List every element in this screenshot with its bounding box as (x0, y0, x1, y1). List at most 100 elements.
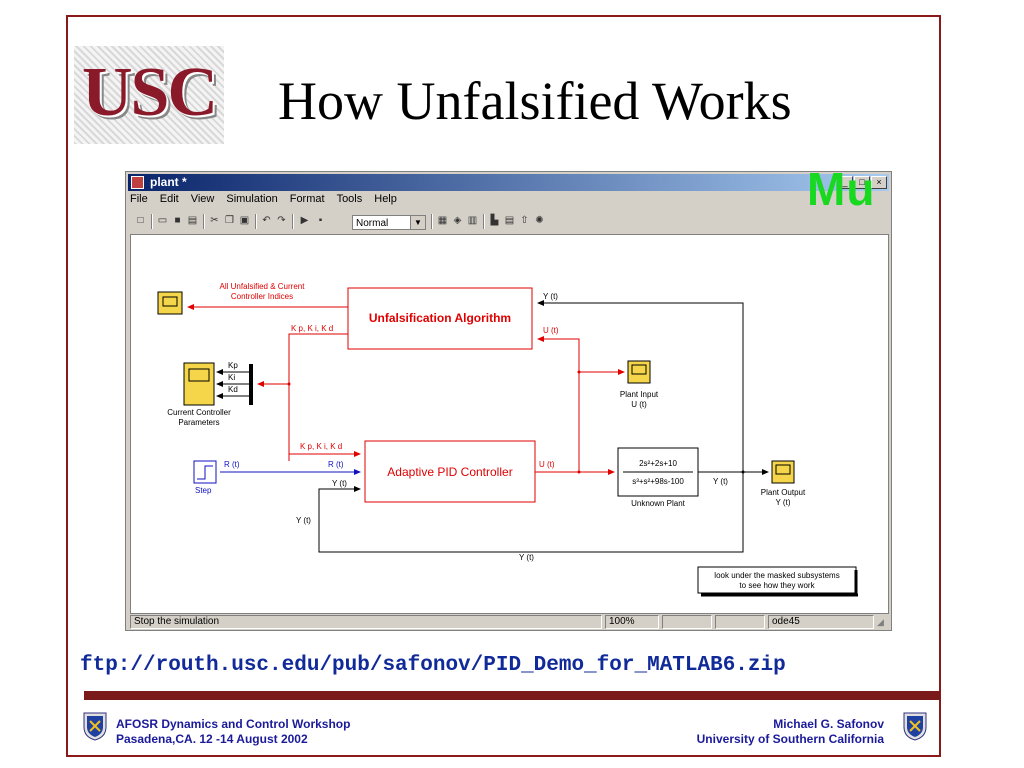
current-params-caption-1: Current Controller (167, 408, 231, 417)
minimize-button[interactable]: _ (837, 176, 853, 189)
simulink-app-icon (131, 176, 144, 189)
kpkikd-label-bottom: K p, K i, K d (300, 442, 342, 451)
unfalsification-block[interactable]: Unfalsification Algorithm (347, 287, 533, 350)
note-line2: to see how they work (739, 581, 815, 590)
y-signal-label-left: Y (t) (296, 516, 311, 525)
copy-icon[interactable]: ❐ (225, 215, 234, 226)
library-icon[interactable]: ▦ (437, 215, 448, 226)
update-icon[interactable]: ▤ (504, 215, 515, 226)
slide-frame (66, 15, 941, 757)
status-cell-empty (662, 615, 712, 629)
undo-icon[interactable]: ↶ (262, 215, 271, 226)
plant-input-caption-2: U (t) (631, 400, 647, 409)
footer-right-line2: University of Southern California (696, 732, 884, 746)
toolbar-separator (292, 214, 294, 229)
menu-bar: File Edit View Simulation Format Tools Help (130, 193, 409, 209)
new-icon[interactable]: □ (137, 215, 144, 226)
plant-output-caption-2: Y (t) (776, 498, 791, 507)
plant-denominator: s³+s²+98s-100 (632, 477, 684, 486)
adaptive-pid-block[interactable]: Adaptive PID Controller (364, 440, 536, 503)
block-diagram: Unfalsification Algorithm All Unfalsifie… (157, 282, 858, 597)
plant-input-caption-1: Plant Input (620, 390, 659, 399)
target-icon[interactable]: ✺ (535, 215, 544, 226)
unknown-plant-block[interactable]: 2s²+2s+10 s³+s²+98s-100 (617, 447, 699, 497)
window-title: plant * (150, 175, 187, 189)
debug-icon[interactable]: ▥ (467, 215, 478, 226)
afosr-shield-icon-left (83, 712, 107, 741)
menu-format[interactable]: Format (289, 193, 325, 205)
solver-name: ode45 (768, 615, 874, 629)
usc-logo-text: USC (82, 54, 218, 131)
unfalsification-label: Unfalsification Algorithm (369, 311, 511, 325)
toolbar-separator (203, 214, 205, 229)
close-button[interactable]: × (871, 176, 887, 189)
print-icon[interactable]: ▤ (187, 215, 198, 226)
toolbar-separator (431, 214, 433, 229)
u-signal-label-top: U (t) (543, 326, 559, 335)
indices-caption-line1: All Unfalsified & Current (220, 282, 306, 291)
slide-title: How Unfalsified Works (278, 71, 792, 131)
window-titlebar[interactable]: plant * _ □ × (128, 174, 889, 191)
indices-scope[interactable] (157, 291, 183, 315)
toolbar-separator (255, 214, 257, 229)
y-signal-label-bottom: Y (t) (519, 553, 534, 562)
model-browser-icon[interactable]: ◈ (453, 215, 462, 226)
model-canvas[interactable]: Unfalsification Algorithm All Unfalsifie… (130, 234, 889, 614)
kp-label: Kp (228, 361, 238, 370)
menu-help[interactable]: Help (374, 193, 397, 205)
plant-output-caption-1: Plant Output (761, 488, 806, 497)
zoom-level: 100% (605, 615, 659, 629)
footer-right: Michael G. Safonov University of Souther… (620, 717, 884, 747)
parent-icon[interactable]: ⇧ (520, 215, 529, 226)
maximize-button[interactable]: □ (854, 176, 870, 189)
masked-subsystems-note[interactable]: look under the masked subsystems to see … (697, 566, 858, 597)
paste-icon[interactable]: ▣ (239, 215, 250, 226)
note-line1: look under the masked subsystems (714, 571, 839, 580)
chevron-down-icon[interactable]: ▼ (410, 216, 425, 229)
menu-edit[interactable]: Edit (159, 193, 179, 205)
y-signal-label-out: Y (t) (713, 477, 728, 486)
step-block[interactable] (193, 460, 217, 484)
footer-right-line1: Michael G. Safonov (773, 717, 884, 731)
footer-rule (84, 691, 940, 700)
open-icon[interactable]: ▭ (157, 215, 168, 226)
redo-icon[interactable]: ↷ (277, 215, 286, 226)
menu-view[interactable]: View (190, 193, 215, 205)
plant-numerator: 2s²+2s+10 (639, 459, 677, 468)
r-signal-label-right: R (t) (328, 460, 344, 469)
menu-tools[interactable]: Tools (336, 193, 363, 205)
kd-label: Kd (228, 385, 238, 394)
toolbar: □ ▭ ■ ▤ ✂ ❐ ▣ ↶ ↷ ▶ ▪ Normal ▼ ▦ ◈ ▥ ▙ ▤… (130, 212, 887, 232)
current-params-scope[interactable] (183, 362, 215, 406)
afosr-shield-icon-right (903, 712, 927, 741)
footer-left-line1: AFOSR Dynamics and Control Workshop (116, 717, 351, 731)
cut-icon[interactable]: ✂ (210, 215, 219, 226)
simulation-mode-value: Normal (356, 218, 389, 229)
simulation-mode-select[interactable]: Normal ▼ (352, 215, 426, 230)
plant-input-scope[interactable] (627, 360, 651, 384)
menu-simulation[interactable]: Simulation (226, 193, 278, 205)
status-message: Stop the simulation (130, 615, 602, 629)
build-icon[interactable]: ▙ (490, 215, 499, 226)
stop-icon[interactable]: ▪ (318, 215, 323, 226)
y-signal-label-top: Y (t) (543, 292, 558, 301)
u-signal-label-plant: U (t) (539, 460, 555, 469)
menu-file[interactable]: File (130, 193, 148, 205)
plant-output-scope[interactable] (771, 460, 795, 484)
toolbar-separator (483, 214, 485, 229)
demux-bar[interactable] (249, 364, 253, 405)
kpkikd-label-top: K p, K i, K d (291, 324, 333, 333)
r-signal-label-left: R (t) (224, 460, 240, 469)
toolbar-separator (151, 214, 153, 229)
adaptive-pid-label: Adaptive PID Controller (387, 465, 512, 479)
footer-left-line2: Pasadena,CA. 12 -14 August 2002 (116, 732, 308, 746)
play-icon[interactable]: ▶ (300, 215, 309, 226)
save-icon[interactable]: ■ (174, 215, 181, 226)
footer-left: AFOSR Dynamics and Control Workshop Pasa… (116, 717, 350, 747)
y-signal-label-pid: Y (t) (332, 479, 347, 488)
download-url[interactable]: ftp://routh.usc.edu/pub/safonov/PID_Demo… (80, 654, 786, 677)
resize-grip-icon[interactable]: ◢ (877, 617, 884, 627)
indices-caption-line2: Controller Indices (231, 292, 293, 301)
ki-label: Ki (228, 373, 235, 382)
